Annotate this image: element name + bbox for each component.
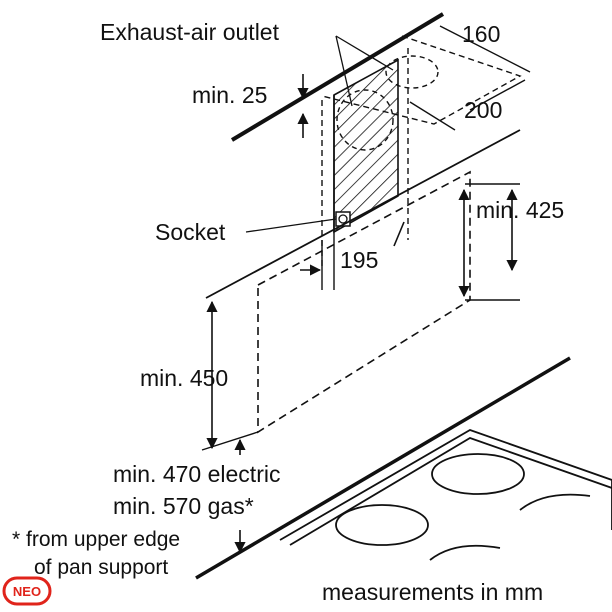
dim-195-label: 195	[340, 247, 378, 273]
svg-text:NEO: NEO	[13, 584, 41, 599]
dim-160-label: 160	[462, 21, 500, 47]
cooktop	[195, 356, 612, 580]
socket-label: Socket	[155, 219, 226, 245]
brand-logo: NEO	[2, 576, 52, 606]
units-label: measurements in mm	[322, 579, 543, 605]
min-25-label: min. 25	[192, 82, 267, 108]
min-570-label: min. 570 gas*	[113, 493, 254, 519]
min-470-label: min. 470 electric	[113, 461, 280, 487]
wall-line	[205, 129, 521, 299]
ceiling-line	[230, 12, 445, 142]
dim-200-label: 200	[464, 97, 502, 123]
exhaust-label: Exhaust-air outlet	[100, 19, 280, 45]
footnote-line-2: of pan support	[34, 556, 168, 579]
footnote-line-1: * from upper edge	[12, 528, 180, 551]
min-450-label: min. 450	[140, 365, 228, 391]
min-425-label: min. 425	[476, 197, 564, 223]
